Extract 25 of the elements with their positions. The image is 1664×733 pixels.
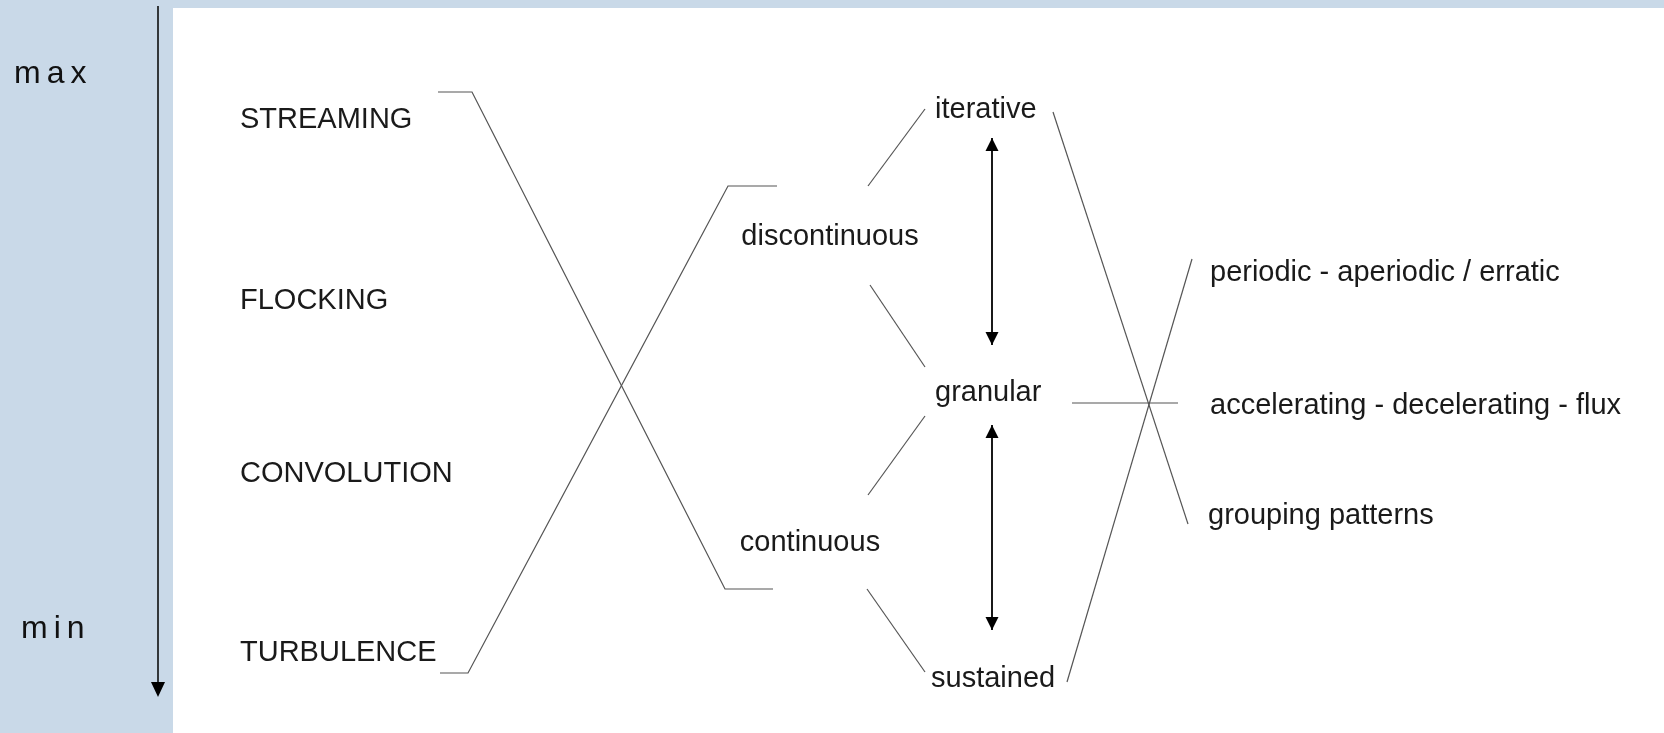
term-label: TURBULENCE (240, 636, 437, 668)
connector-line (437, 91, 774, 590)
term-label: FLOCKING (240, 284, 389, 316)
connector-line (1052, 111, 1189, 525)
axis-label: min (21, 611, 91, 643)
term-label: sustained (931, 662, 1056, 694)
term-label: iterative (935, 93, 1037, 125)
connector-line (869, 284, 926, 368)
connector-line (867, 108, 926, 187)
term-label: continuous (739, 526, 881, 558)
double-arrow (985, 424, 999, 631)
term-label: periodic - aperiodic / erratic (1210, 256, 1560, 288)
term-label: accelerating - decelerating - flux (1210, 389, 1622, 421)
term-label: granular (935, 376, 1042, 408)
term-label: discontinuous (741, 219, 919, 252)
term-label: CONVOLUTION (240, 457, 453, 489)
connector-line (1066, 258, 1193, 683)
double-arrow (985, 137, 999, 346)
axis-label: max (14, 56, 93, 88)
term-label: grouping patterns (1208, 499, 1434, 531)
connector-line (439, 185, 778, 674)
connector-line (1071, 402, 1179, 404)
term-label: STREAMING (240, 103, 413, 135)
connector-line (866, 588, 926, 673)
connector-line (867, 415, 926, 496)
